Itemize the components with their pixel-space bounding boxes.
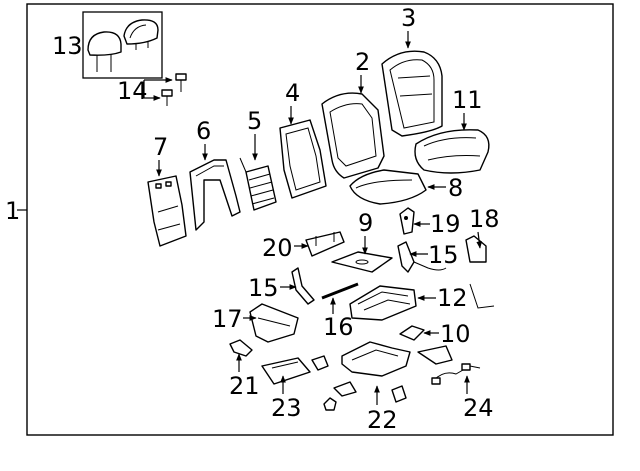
part-17-side-shield xyxy=(249,303,299,343)
part-8-seat-pad xyxy=(349,169,427,205)
callout-16-label: 16 xyxy=(323,313,354,341)
callout-9-label: 9 xyxy=(358,209,373,237)
callout-11-label: 11 xyxy=(452,86,483,114)
part-18-recliner-cover xyxy=(465,235,487,263)
callout-21-label: 21 xyxy=(229,372,260,400)
part-22-adjuster xyxy=(311,341,453,411)
part-20-bracket xyxy=(305,231,345,257)
part-10-cover xyxy=(399,325,425,341)
callout-3-label: 3 xyxy=(401,4,416,32)
callout-19-label: 19 xyxy=(430,210,461,238)
part-4-back-pad xyxy=(279,119,327,199)
part-19-bracket xyxy=(399,207,415,235)
part-12-seat-frame xyxy=(349,283,495,321)
part-14-guides xyxy=(143,73,187,106)
callout-12-label: 12 xyxy=(437,284,468,312)
part-9-seat-pan xyxy=(331,251,393,273)
callout-2-label: 2 xyxy=(355,48,370,76)
part-7-back-panel xyxy=(147,175,187,247)
callout-15-label-right: 15 xyxy=(428,241,459,269)
diagram-frame xyxy=(26,3,614,436)
callout-18-label: 18 xyxy=(469,205,500,233)
callout-13-label: 13 xyxy=(52,32,83,60)
callout-17-label: 17 xyxy=(212,305,243,333)
callout-14-label: 14 xyxy=(117,77,148,105)
part-15-side-bracket-left xyxy=(291,267,315,305)
callout-23-label: 23 xyxy=(271,394,302,422)
callout-20-label: 20 xyxy=(262,234,293,262)
part-15-side-bracket-right xyxy=(397,241,447,273)
part-21-bracket xyxy=(229,339,253,357)
callout-4-label: 4 xyxy=(285,79,300,107)
part-13-headrest xyxy=(82,11,163,79)
part-24-wire-harness xyxy=(431,363,481,385)
callout-5-label: 5 xyxy=(247,107,262,135)
callout-1-label: 1 xyxy=(5,197,20,225)
callout-10-label: 10 xyxy=(440,320,471,348)
part-5-lumbar xyxy=(239,157,277,211)
part-6-back-frame xyxy=(189,159,241,231)
part-23-trim xyxy=(261,357,311,385)
part-11-seat-cushion xyxy=(414,129,490,174)
callout-15-label-left: 15 xyxy=(248,274,279,302)
part-2-back-cover xyxy=(321,92,385,179)
callout-1: 1 xyxy=(5,197,27,225)
callout-24-label: 24 xyxy=(463,394,494,422)
part-3-back-assembly xyxy=(381,50,443,137)
part-16-rod xyxy=(321,282,359,300)
callout-22-label: 22 xyxy=(367,406,398,434)
callout-7-label: 7 xyxy=(153,133,168,161)
callout-6-label: 6 xyxy=(196,117,211,145)
callout-8-label: 8 xyxy=(448,174,463,202)
